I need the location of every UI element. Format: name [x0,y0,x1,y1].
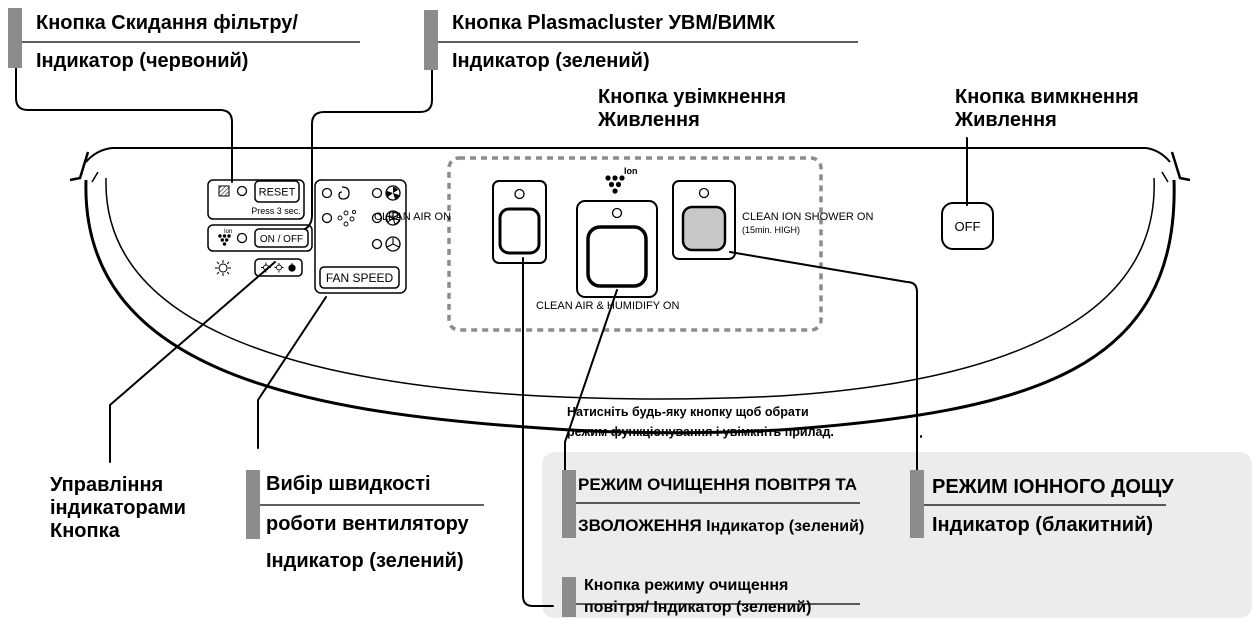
fan-led-medium [371,212,383,224]
label-indicator-control-line1: Управління [50,474,163,496]
label-fan-speed-line2: роботи вентилятору [266,513,470,535]
indicator-control-button[interactable] [254,258,303,277]
label-clean-air-mode-line1: Кнопка режиму очищення [584,577,788,594]
label-ion-shower-title: РЕЖИМ ІОННОГО ДОЩУ [932,476,1174,498]
label-power-off-line2: Живлення [954,109,1057,131]
label-humidify-mode-line1: РЕЖИМ ОЧИЩЕННЯ ПОВІТРЯ ТА [578,475,857,494]
label-power-on-line1: Кнопка увімкнення [598,86,786,108]
main-buttons-frame [447,156,823,332]
brightness-icons [261,262,296,273]
label-indicator-control-line2: індикаторами [50,497,186,519]
onoff-button-label: ON / OFF [260,234,303,245]
label-humidify-mode-line2: ЗВОЛОЖЕННЯ Індикатор (зелений) [578,516,864,535]
clean-ion-shower-on-label: CLEAN ION SHOWER ON [742,211,873,223]
fan-led-high [371,187,383,199]
plasmacluster-group [207,224,313,252]
fan-speed-group [314,179,407,294]
pollen-icon [337,209,357,227]
label-humidify-mode-line2a: ЗВОЛОЖЕННЯ [578,516,702,535]
onoff-button[interactable] [254,228,309,248]
clean-air-humidify-on-label: CLEAN AIR & HUMIDIFY ON [536,300,679,312]
control-panel-left: RESET Press 3 sec. Ion ON / OFF [207,179,407,294]
label-underlines [22,41,1166,605]
clean-air-led [514,188,525,200]
label-plasmacluster-title: Кнопка Plasmacluster УВМ/ВИМК [452,12,776,34]
leader-filter-reset [15,64,233,183]
instruction-line1: Натисніть будь-яку кнопку щоб обрати [567,405,809,419]
label-plasmacluster-indicator: Індикатор (зелений) [452,50,650,72]
label-markers [8,8,924,617]
label-power-on-line2: Живлення [597,109,700,131]
leader-ion-shower [729,251,918,481]
ion-shower-led [698,187,710,199]
ion-shower-group [672,180,736,260]
clean-air-button[interactable] [498,207,541,255]
leader-lines [15,64,968,607]
clean-air-humidify-button[interactable] [586,225,648,288]
fan-medium-icon [385,210,401,226]
fan-high-icon [385,185,401,201]
leader-indicator-control [109,261,276,463]
reset-button-label: RESET [259,187,296,199]
clean-ion-shower-hint: (15min. HIGH) [742,225,800,235]
reset-button[interactable] [254,180,300,203]
label-filter-reset-indicator: Індикатор (червоний) [36,50,248,72]
fan-led-pollen [321,212,333,224]
label-humidify-mode-line2b: Індикатор (зелений) [702,518,865,535]
off-button-label: OFF [955,219,981,234]
label-clean-air-mode-line2: повітря/ Індикатор (зелений) [584,599,811,616]
device-body [69,147,1191,435]
fan-speed-button-label: FAN SPEED [326,271,394,285]
clean-air-humidify-group [576,200,658,298]
leader-humidify-mode [564,289,618,481]
label-fan-speed-line1: Вибір швидкості [266,473,431,495]
fan-led-low [371,238,383,250]
auto-swirl-icon [338,186,350,200]
fan-speed-button[interactable] [319,266,400,289]
callout-box [542,452,1252,618]
leader-clean-air-mode [522,257,554,607]
reset-group [207,179,305,220]
ion-icon-label: Ion [224,229,232,235]
filter-indicator-led [236,185,248,197]
ion-icon: Ion [218,229,232,246]
plasmacluster-indicator-led [236,232,248,244]
leader-plasmacluster [304,66,433,230]
label-indicator-control-line3: Кнопка [50,520,121,542]
filter-icon [218,185,230,197]
ion-shower-button[interactable] [681,205,727,252]
label-ion-shower-indicator: Індикатор (блакитний) [932,514,1153,536]
plasmacluster-ion-logo: Ion [605,166,638,194]
leader-fan-speed [257,296,327,449]
instruction-line2: режим функціонування і увімкніть прилад. [567,425,834,439]
reset-hint: Press 3 sec. [251,206,301,216]
sun-icon [215,260,231,276]
label-power-off-line1: Кнопка вимкнення [955,86,1139,108]
clean-air-humidify-led [611,207,623,219]
label-filter-reset-title: Кнопка Скидання фільтру/ [36,12,298,34]
clean-air-on-label: CLEAN AIR ON [374,211,451,223]
fan-low-icon [385,236,401,252]
clean-air-group [492,180,547,264]
label-fan-speed-indicator: Індикатор (зелений) [266,550,464,572]
fan-led-auto [321,187,333,199]
ion-logo-label: Ion [624,166,638,176]
